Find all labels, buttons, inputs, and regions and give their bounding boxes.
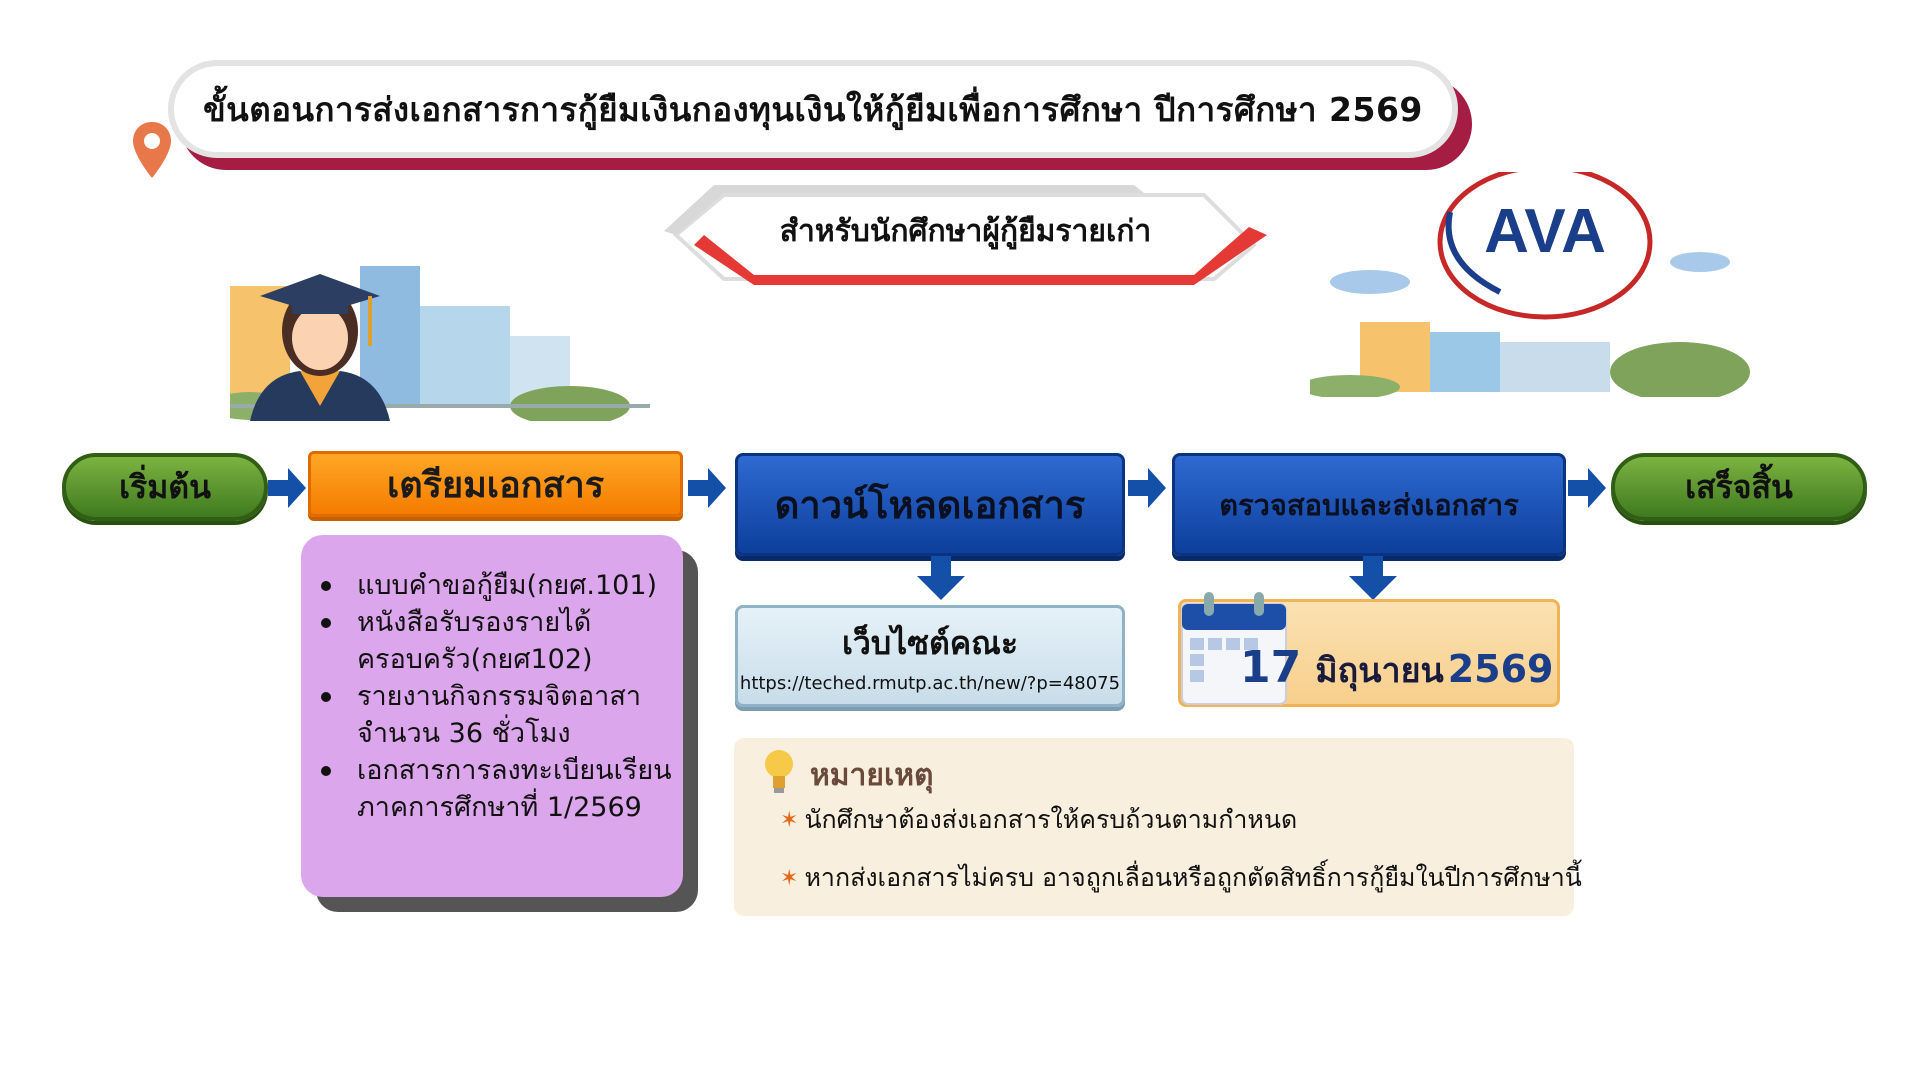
- arrow-right-icon: [1568, 468, 1606, 508]
- step-finish: เสร็จสิ้น: [1611, 453, 1867, 521]
- deadline-day: 17: [1240, 642, 1302, 693]
- page-title: ขั้นตอนการส่งเอกสารการกู้ยืมเงินกองทุนเง…: [168, 60, 1458, 158]
- website-url-link[interactable]: https://teched.rmutp.ac.th/new/?p=48075: [739, 673, 1121, 694]
- deadline-date: 17 มิถุนายน 2569: [1240, 642, 1554, 697]
- logo-text: AVA: [1484, 197, 1606, 266]
- arrow-right-icon: [688, 468, 726, 508]
- deadline-month: มิถุนายน: [1315, 651, 1444, 691]
- document-item: แบบคำขอกู้ยืม(กยศ.101): [321, 567, 673, 604]
- document-item: เอกสารการลงทะเบียนเรียน ภาคการศึกษาที่ 1…: [321, 752, 673, 826]
- document-item: หนังสือรับรองรายได้ครอบครัว(กยศ102): [321, 604, 673, 678]
- student-graduate-illustration: [230, 266, 650, 421]
- step-check-and-submit: ตรวจสอบและส่งเอกสาร: [1172, 453, 1566, 556]
- step-start: เริ่มต้น: [62, 453, 268, 521]
- lightbulb-icon: [765, 750, 793, 793]
- deadline-year: 2569: [1447, 647, 1554, 691]
- arrow-right-icon: [1128, 468, 1166, 508]
- note-item: ✶หากส่งเอกสารไม่ครบ อาจถูกเลื่อนหรือถูกต…: [780, 858, 1582, 898]
- document-item: รายงานกิจกรรมจิตอาสา จำนวน 36 ชั่วโมง: [321, 678, 673, 752]
- star-icon: ✶: [780, 865, 799, 891]
- step-download-documents: ดาวน์โหลดเอกสาร: [735, 453, 1125, 556]
- calendar-icon: [1181, 592, 1287, 705]
- notes-panel: [734, 738, 1574, 916]
- arrow-down-icon: [917, 556, 965, 600]
- ava-logo: AVA: [1310, 172, 1750, 397]
- note-item: ✶นักศึกษาต้องส่งเอกสารให้ครบถ้วนตามกำหนด: [780, 800, 1297, 840]
- arrow-down-icon: [1349, 556, 1397, 600]
- location-pin-icon: [133, 122, 171, 178]
- documents-list: แบบคำขอกู้ยืม(กยศ.101) หนังสือรับรองรายไ…: [301, 535, 683, 897]
- arrow-right-icon: [268, 468, 306, 508]
- note-text: หากส่งเอกสารไม่ครบ อาจถูกเลื่อนหรือถูกตั…: [804, 863, 1582, 892]
- note-text: นักศึกษาต้องส่งเอกสารให้ครบถ้วนตามกำหนด: [804, 805, 1298, 834]
- subtitle: สำหรับนักศึกษาผู้กู้ยืมรายเก่า: [779, 214, 1152, 249]
- website-title: เว็บไซต์คณะ: [841, 624, 1019, 662]
- step-prepare-documents: เตรียมเอกสาร: [308, 451, 683, 517]
- star-icon: ✶: [780, 807, 799, 833]
- notes-heading: หมายเหตุ: [810, 758, 934, 793]
- website-box[interactable]: เว็บไซต์คณะ https://teched.rmutp.ac.th/n…: [735, 605, 1125, 707]
- subtitle-banner: [664, 185, 1267, 285]
